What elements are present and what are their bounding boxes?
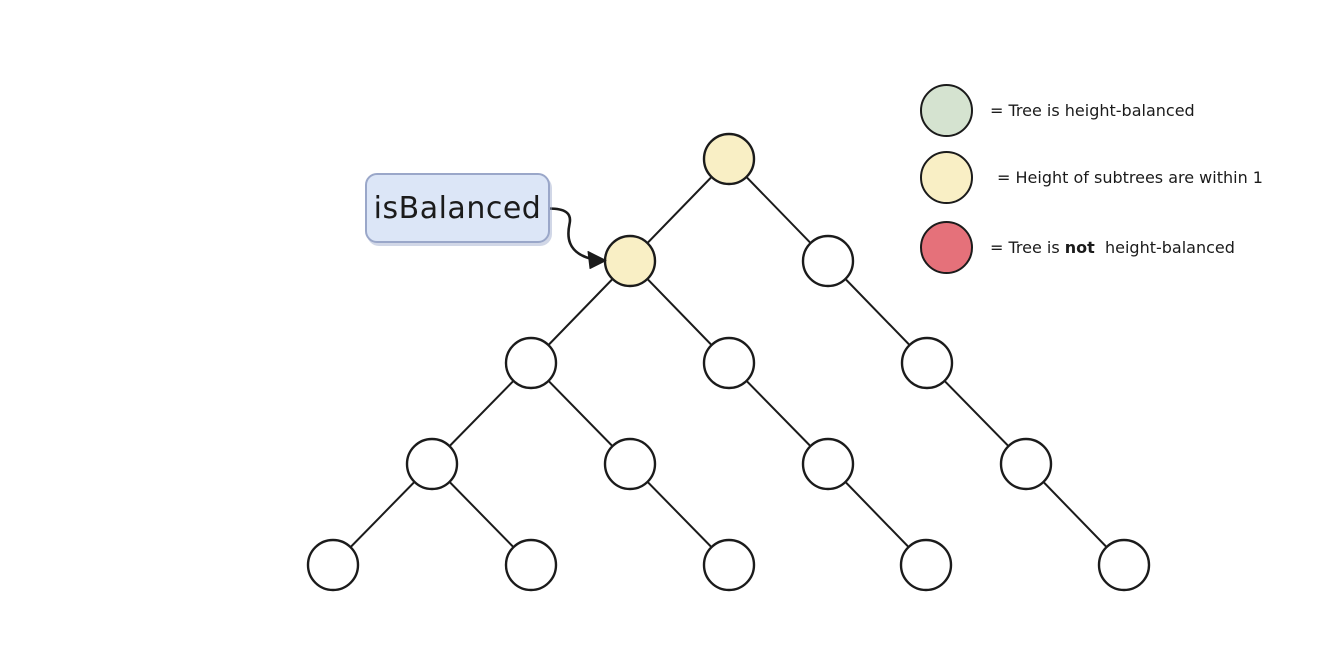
tree-node-R (801, 234, 855, 288)
tree-node-RRRR (1097, 538, 1151, 592)
arrow-head-icon (587, 251, 607, 269)
legend-item-within-one: = Height of subtrees are within 1 (920, 151, 1263, 204)
isbalanced-label-text: isBalanced (373, 190, 542, 226)
legend-label-not-balanced: = Tree is not height-balanced (990, 238, 1235, 257)
tree-node-LRRR (899, 538, 953, 592)
legend-label-balanced: = Tree is height-balanced (990, 101, 1195, 120)
tree-node-LR (702, 336, 756, 390)
red-circle-swatch (920, 221, 973, 274)
tree-node-LL (504, 336, 558, 390)
tree-node-RR (900, 336, 954, 390)
green-circle-swatch (920, 84, 973, 137)
isbalanced-label-box: isBalanced (365, 173, 550, 243)
tree-node-LRR (801, 437, 855, 491)
legend-item-balanced: = Tree is height-balanced (920, 84, 1195, 137)
tree-node-LLR (603, 437, 657, 491)
tree-node-LLRR (702, 538, 756, 592)
tree-node-L (603, 234, 657, 288)
legend-label-within-one: = Height of subtrees are within 1 (997, 168, 1263, 187)
tree-node-LLLL (306, 538, 360, 592)
tree-nodes-layer (306, 132, 1151, 592)
tree-node-LLLR (504, 538, 558, 592)
tree-node-RRR (999, 437, 1053, 491)
arrow-connector-line (547, 207, 592, 260)
label-arrow (547, 207, 607, 269)
tree-node-LLL (405, 437, 459, 491)
tree-node-root (702, 132, 756, 186)
legend-item-not-balanced: = Tree is not height-balanced (920, 221, 1235, 274)
yellow-circle-swatch (920, 151, 973, 204)
